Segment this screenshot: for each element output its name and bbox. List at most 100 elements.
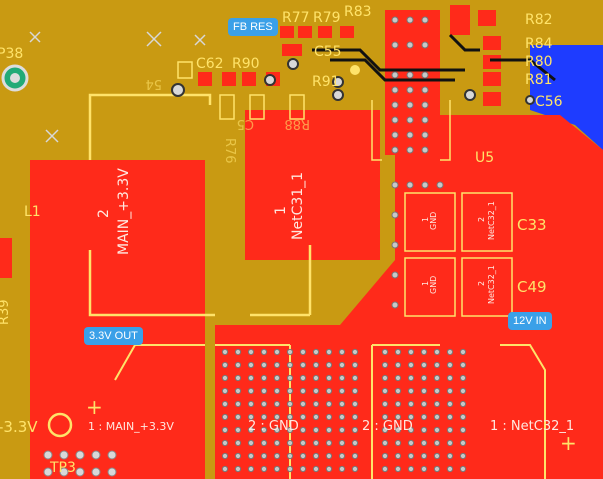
pad-c49-2 xyxy=(461,257,513,317)
via xyxy=(420,400,428,408)
label-l1-pin2: 2 xyxy=(96,209,112,218)
via xyxy=(381,452,389,460)
via xyxy=(420,348,428,356)
via xyxy=(433,348,441,356)
label-c33-pad2-net: NetC32_1 xyxy=(487,201,496,240)
via xyxy=(234,465,242,473)
via-grid-gnd xyxy=(221,348,467,473)
via xyxy=(273,387,281,395)
via xyxy=(260,413,268,421)
via xyxy=(260,400,268,408)
via xyxy=(381,426,389,434)
via xyxy=(338,387,346,395)
via xyxy=(420,439,428,447)
label-pad-main: 1 : MAIN_+3.3V xyxy=(88,420,174,433)
via xyxy=(407,348,415,356)
via xyxy=(351,426,359,434)
via xyxy=(273,361,281,369)
label-r81: R81 xyxy=(525,72,553,88)
via xyxy=(459,387,467,395)
label-r91: R91 xyxy=(312,74,340,90)
in-12v-badge: 12V IN xyxy=(508,312,552,330)
via xyxy=(325,348,333,356)
via xyxy=(221,452,229,460)
via xyxy=(351,452,359,460)
via xyxy=(247,439,255,447)
via xyxy=(420,452,428,460)
via xyxy=(273,348,281,356)
via xyxy=(394,361,402,369)
via xyxy=(407,387,415,395)
label-r88: R88 xyxy=(284,116,310,131)
label-plus-right: + xyxy=(560,431,577,455)
via xyxy=(221,348,229,356)
pad-c33-2 xyxy=(461,192,513,252)
via xyxy=(338,465,346,473)
via xyxy=(433,452,441,460)
via xyxy=(459,400,467,408)
via xyxy=(459,413,467,421)
via xyxy=(459,361,467,369)
via xyxy=(286,361,294,369)
via xyxy=(234,426,242,434)
via xyxy=(234,400,242,408)
copper-pour-netc31 xyxy=(245,110,380,260)
pad-c55a xyxy=(282,44,302,56)
label-c55: C55 xyxy=(314,44,342,60)
pad-r82 xyxy=(478,10,496,26)
via xyxy=(273,426,281,434)
via xyxy=(312,465,320,473)
via xyxy=(394,452,402,460)
via xyxy=(273,413,281,421)
via xyxy=(351,387,359,395)
out-3v3-badge: 3.3V OUT xyxy=(84,327,143,345)
via xyxy=(260,387,268,395)
via xyxy=(312,374,320,382)
via xyxy=(381,413,389,421)
label-c49-pad1-num: 1 xyxy=(421,281,430,286)
via xyxy=(312,387,320,395)
via xyxy=(351,348,359,356)
via xyxy=(407,465,415,473)
via xyxy=(221,413,229,421)
label-r79: R79 xyxy=(313,10,341,26)
via xyxy=(394,465,402,473)
via xyxy=(459,465,467,473)
via xyxy=(312,452,320,460)
via xyxy=(247,452,255,460)
pad-r81 xyxy=(483,72,501,86)
via xyxy=(299,413,307,421)
pad-c49-1 xyxy=(404,257,456,317)
label-r83: R83 xyxy=(344,4,372,20)
pad-r79 xyxy=(318,26,332,38)
via xyxy=(446,387,454,395)
label-c33-pad1-net: GND xyxy=(429,212,438,230)
silkscreen-u5-outline xyxy=(371,100,451,161)
blue-keepout-region xyxy=(530,45,603,150)
label-r76: R76 xyxy=(222,138,237,164)
via xyxy=(325,413,333,421)
via xyxy=(338,413,346,421)
via xyxy=(299,361,307,369)
via xyxy=(325,426,333,434)
via xyxy=(286,439,294,447)
pad-r90b xyxy=(242,72,256,86)
via xyxy=(221,361,229,369)
via xyxy=(459,439,467,447)
via xyxy=(260,374,268,382)
label-r77: R77 xyxy=(282,10,310,26)
label-l1: L1 xyxy=(24,204,41,220)
label-pad-gnd-a: 2 : GND xyxy=(248,419,299,434)
via xyxy=(247,413,255,421)
via xyxy=(433,387,441,395)
via xyxy=(299,387,307,395)
via xyxy=(394,387,402,395)
via xyxy=(312,426,320,434)
via xyxy=(325,465,333,473)
via xyxy=(325,374,333,382)
via xyxy=(338,374,346,382)
via xyxy=(286,348,294,356)
label-r80: R80 xyxy=(525,54,553,70)
via xyxy=(446,439,454,447)
